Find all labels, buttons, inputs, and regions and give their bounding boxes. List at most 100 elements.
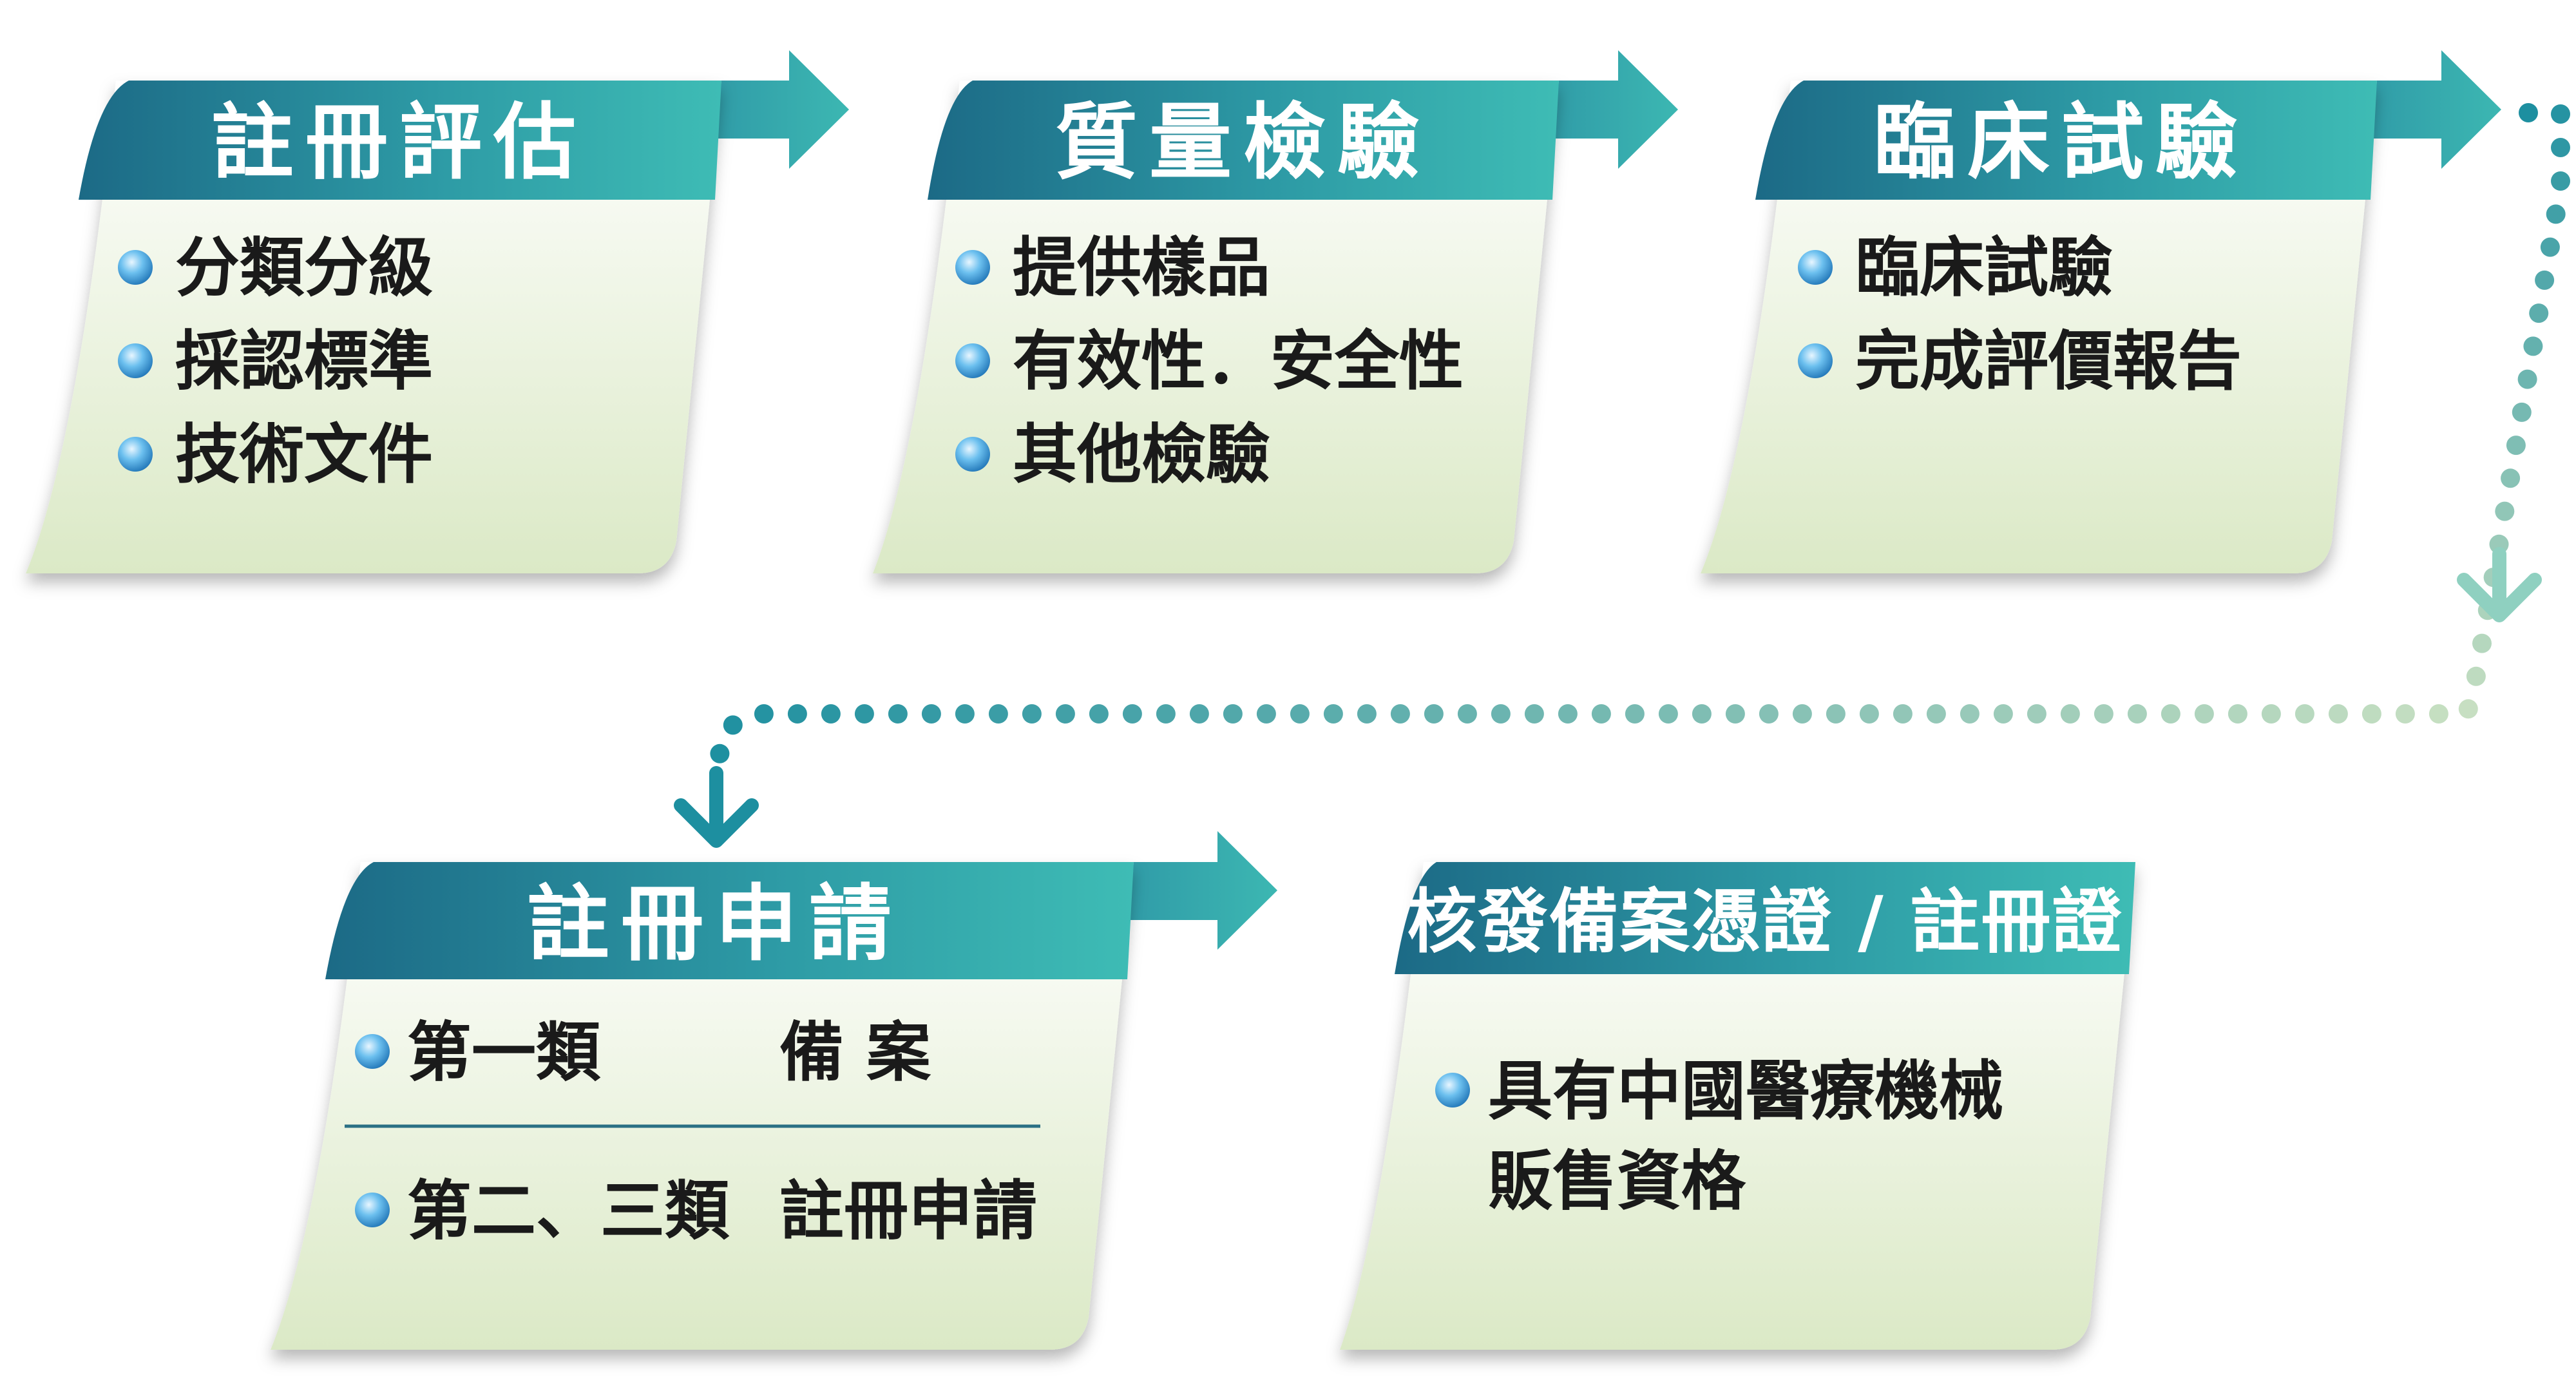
bullet-icon [1798, 343, 1833, 378]
bullet-icon [1435, 1073, 1470, 1108]
stage-arrow [689, 50, 849, 169]
bullet-text: 採認標準 [175, 323, 433, 399]
connector-dot [1223, 704, 1243, 724]
stage-title: 核發備案憑證 / 註冊證 [1407, 882, 2123, 963]
bullet-item: 完成評價報告 [1798, 323, 2242, 399]
connector-dot [2458, 699, 2478, 719]
bullet-text: 其他檢驗 [1013, 417, 1270, 492]
connector-dot [1189, 704, 1209, 724]
connector-dot [2472, 633, 2492, 653]
stage-card [1340, 862, 2135, 1350]
connector-dot [1390, 704, 1410, 724]
connector-dot [1022, 704, 1042, 724]
stage-arrow [1527, 50, 1678, 169]
bullet-item: 其他檢驗 [955, 417, 1270, 492]
bullet-icon [118, 437, 153, 472]
action-text: 註冊申請 [779, 1173, 1037, 1249]
connector-dot [2551, 138, 2570, 157]
connector-dot [1491, 704, 1511, 724]
connector-dot [2512, 402, 2532, 422]
connector-dot [2535, 270, 2555, 290]
connector-dot [955, 704, 975, 724]
connector-dot [2395, 704, 2415, 724]
connector-dot [2506, 436, 2526, 455]
connector-dot [1658, 704, 1678, 724]
bullet-text: 有效性．安全性 [1013, 323, 1464, 399]
bullet-item: 具有中國醫療機械 [1435, 1053, 2003, 1129]
connector-dot [1993, 704, 2013, 724]
connector-dot [710, 743, 730, 763]
connector-dot [1122, 704, 1142, 724]
stage-card [26, 81, 721, 573]
connector-dot [2519, 103, 2538, 122]
connector-dot [1859, 704, 1879, 724]
connector-dot [1826, 704, 1846, 724]
connector-dot [821, 704, 841, 724]
connector-dot [2060, 704, 2080, 724]
connector-dot [1156, 704, 1176, 724]
connector-dot [787, 704, 807, 724]
stage-registration-assessment: 註冊評估 分類分級 採認標準 技術文件 [26, 50, 849, 573]
connector-dot [2495, 501, 2515, 521]
connector-dot [2501, 468, 2521, 488]
connector-dot [1357, 704, 1377, 724]
stage-header [928, 81, 1559, 200]
connector-dot [2551, 171, 2570, 191]
bullet-text: 提供樣品 [1013, 230, 1270, 305]
connector-dot [1055, 704, 1075, 724]
bullet-item: 採認標準 [118, 323, 433, 399]
stage-card [1701, 81, 2377, 573]
connector-dot [1323, 704, 1343, 724]
connector-dot [754, 704, 774, 724]
stage-title: 註冊申請 [527, 876, 903, 972]
connector-dot [1725, 704, 1745, 724]
connector-dot [921, 704, 941, 724]
bullet-item: 分類分級 [118, 230, 433, 305]
connector-dot [2551, 104, 2570, 124]
bullet-text: 完成評價報告 [1855, 323, 2242, 399]
connector-dot [1960, 704, 1980, 724]
bullet-icon [955, 343, 990, 378]
bullet-text: 技術文件 [175, 417, 433, 492]
connector-dot [2328, 704, 2348, 724]
stage-quality-inspection: 質量檢驗 提供樣品 有效性．安全性 其他檢驗 [873, 50, 1678, 573]
connector-dot [2161, 704, 2180, 724]
stage-header [1395, 862, 2135, 974]
bullet-icon [955, 250, 990, 285]
connector-dot [1926, 704, 1946, 724]
stage-clinical-trial: 臨床試驗 臨床試驗 完成評價報告 [1701, 50, 2501, 573]
connector-dot [1558, 704, 1578, 724]
connector-dot [1290, 704, 1310, 724]
category-text: 第一類 [407, 1015, 601, 1090]
connector-dot [1457, 704, 1477, 724]
bullet-icon [355, 1193, 390, 1227]
action-text: 備 案 [779, 1015, 931, 1090]
connector-dot [2523, 336, 2543, 356]
bullet-item: 臨床試驗 [1798, 230, 2113, 305]
connector-dot [1524, 704, 1544, 724]
connector-dot [2295, 704, 2314, 724]
bullet-text: 臨床試驗 [1855, 230, 2113, 305]
connector-dot [2546, 204, 2566, 224]
stage-arrow [2345, 50, 2501, 169]
connector-dot [1792, 704, 1812, 724]
connector-dot [1256, 704, 1276, 724]
connector-dot [2027, 704, 2046, 724]
bullet-item: 提供樣品 [955, 230, 1270, 305]
stage-certificate-issuance: 核發備案憑證 / 註冊證 具有中國醫療機械 販售資格 [1340, 862, 2135, 1350]
connector-dot [854, 704, 874, 724]
stage-card [873, 81, 1559, 573]
category-row: 第二、三類 註冊申請 [355, 1173, 1037, 1249]
connector-dot [1424, 704, 1444, 724]
bullet-text-continuation: 販售資格 [1488, 1144, 1746, 1219]
bullet-text: 分類分級 [175, 230, 433, 305]
stage-header [79, 81, 721, 200]
bullet-icon [955, 437, 990, 472]
bullet-item: 有效性．安全性 [955, 323, 1464, 399]
category-row: 第一類 備 案 [355, 1015, 931, 1090]
stage-header [1755, 81, 2377, 200]
stage-arrow [1102, 831, 1277, 950]
connector-dot [1591, 704, 1611, 724]
category-text: 第二、三類 [407, 1173, 730, 1249]
